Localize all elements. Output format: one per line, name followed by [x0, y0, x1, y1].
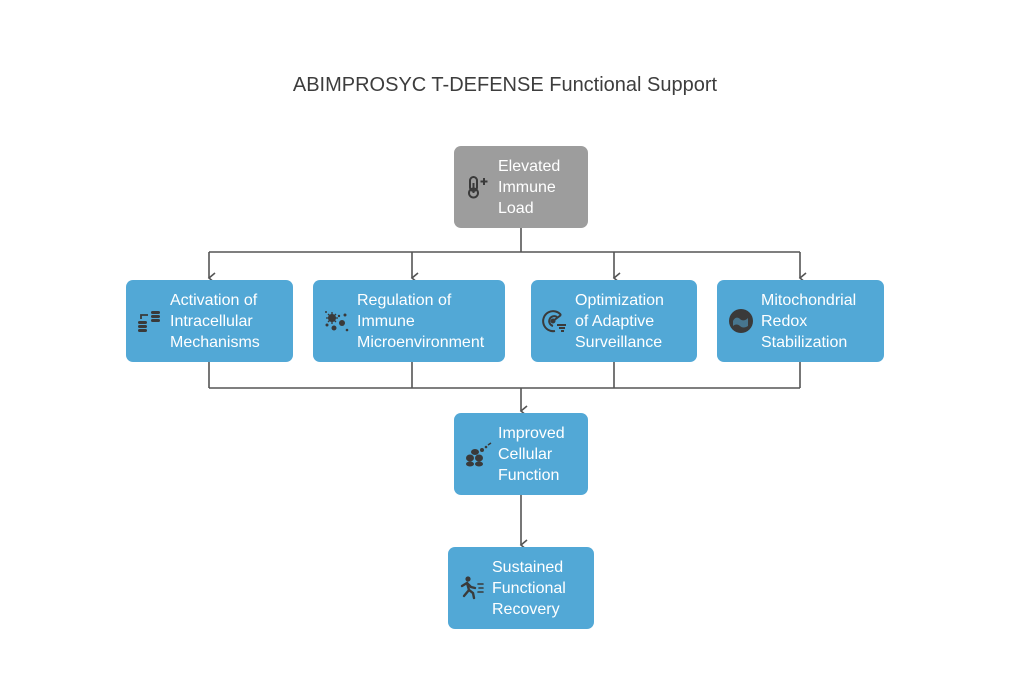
- database-transfer-icon: [136, 307, 164, 335]
- node-label-line: Regulation of: [357, 291, 452, 309]
- node-label-line: Recovery: [492, 600, 560, 618]
- running-person-icon: [458, 574, 486, 602]
- node-label-line: Function: [498, 466, 560, 484]
- radar-icon: [541, 307, 569, 335]
- diagram-title: ABIMPROSYC T-DEFENSE Functional Support: [292, 74, 718, 96]
- node-label-line: of Adaptive: [575, 312, 655, 330]
- node-label-line: Intracellular: [170, 312, 253, 330]
- node-label-line: Optimization: [575, 291, 664, 309]
- node-label-line: Load: [498, 199, 534, 217]
- thermometer-plus-icon: [464, 173, 492, 201]
- node-label-line: Elevated: [498, 157, 561, 175]
- connector-mechanism-drops: [208, 362, 801, 388]
- node-label-line: Cellular: [498, 445, 553, 463]
- node-label-line: Mitochondrial: [761, 291, 857, 309]
- node-label-line: Immune: [498, 178, 556, 196]
- node-label-line: Microenvironment: [357, 333, 485, 351]
- node-label-line: Immune: [357, 312, 415, 330]
- node-label-line: Redox: [761, 312, 808, 330]
- node-label-line: Mechanisms: [170, 333, 260, 351]
- microbes-icon: [323, 307, 351, 335]
- cell-icon: [727, 307, 755, 335]
- node-label-line: Surveillance: [575, 333, 663, 351]
- node-label-line: Improved: [498, 424, 565, 442]
- node-label-line: Sustained: [492, 558, 564, 576]
- node-label-line: Stabilization: [761, 333, 848, 351]
- node-label-line: Activation of: [170, 291, 258, 309]
- cells-icon: [464, 440, 492, 468]
- node-label-line: Functional: [492, 579, 566, 597]
